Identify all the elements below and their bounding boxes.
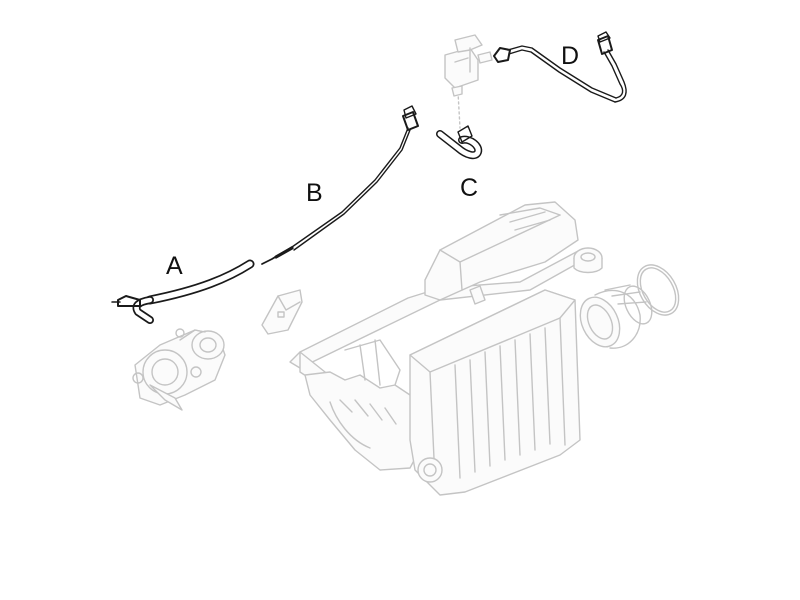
intake-bellows [579,284,653,349]
throttle-body [132,328,226,411]
air-filter-housing [289,201,581,496]
callout-label-a: A [166,252,183,280]
callout-label-d: D [561,42,580,70]
mounting-bracket [261,289,303,335]
callout-label-c: C [460,174,479,202]
pipe-d [493,31,627,103]
pipe-b [261,105,419,265]
hose-a [111,259,255,324]
callout-label-b: B [306,179,323,207]
valve-unit [444,34,493,129]
sealing-ring [636,264,680,316]
elbow-hose-c [436,125,483,160]
grommet [573,247,603,274]
